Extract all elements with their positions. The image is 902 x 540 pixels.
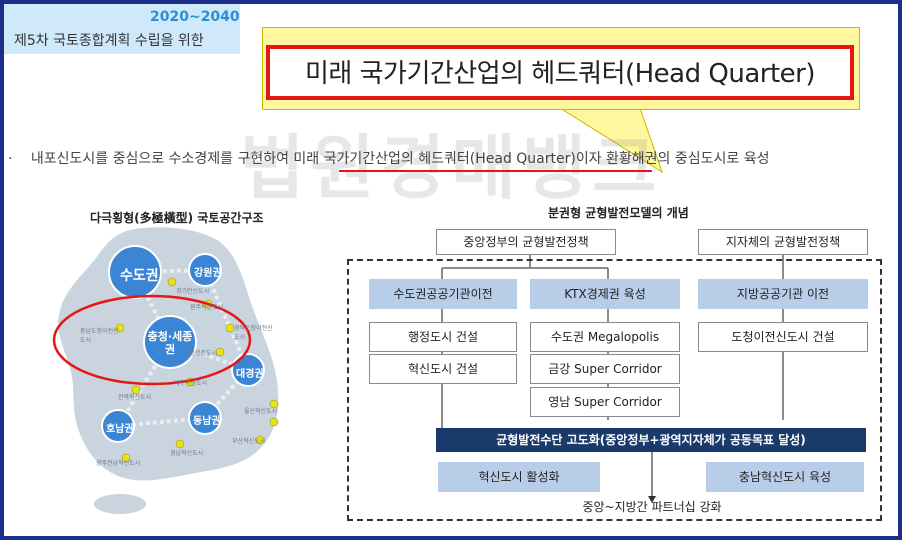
bottom-right-box: 충남혁신도시 육성	[706, 462, 864, 492]
region-daegyeong	[231, 353, 265, 387]
header-box	[4, 4, 240, 54]
bullet-line: · 내포신도시를 중심으로 수소경제를 구현하여 미래 국가기간산업의 헤드쿼터…	[8, 148, 770, 168]
city-label: 경북도청이전신도시	[234, 325, 273, 341]
region-label-chungcheong: 충청·세종권	[147, 330, 193, 356]
col3-box: 지방공공기관 이전	[698, 279, 868, 309]
header-years: 2020~2040	[150, 9, 240, 25]
region-label-gangwon: 강원권	[194, 268, 222, 279]
city-dots	[115, 277, 279, 463]
city-label: 경남혁신도시	[170, 450, 204, 457]
bullet-marker: ·	[8, 151, 13, 167]
city-label: 세종행정도시	[184, 350, 218, 357]
region-gangwon	[188, 253, 222, 287]
city-label: 광주전남혁신도시	[96, 460, 141, 467]
region-honam	[101, 409, 135, 443]
bullet-text: 내포신도시를 중심으로 수소경제를 구현하여 미래 국가기간산업의 헤드쿼터(H…	[30, 151, 770, 167]
col2-box: 수도권 Megalopolis	[530, 322, 680, 352]
callout-inner-box	[266, 45, 854, 100]
city-label: 원주혁신도시	[190, 304, 224, 311]
callout-title: 미래 국가기간산업의 헤드쿼터(Head Quarter)	[305, 59, 815, 89]
region-label-sudo: 수도권	[120, 268, 159, 284]
region-label-honam: 호남권	[106, 424, 134, 435]
region-label-dongnam: 동남권	[193, 416, 221, 427]
header-subtitle: 제5차 국토종합계획 수립을 위한	[14, 33, 204, 49]
city-label: 대구혁신도시	[174, 380, 208, 387]
col1-box: 혁신도시 건설	[369, 354, 517, 384]
diagram-dashed-box	[347, 259, 882, 521]
region-label-daegyeong: 대경권	[236, 369, 264, 380]
central-policy-box: 중앙정부의 균형발전정책	[436, 229, 616, 255]
city-label: 충남도청이전신도시	[80, 328, 119, 344]
col2-box: 금강 Super Corridor	[530, 354, 680, 384]
partnership-label: 중앙~지방간 파트너십 강화	[582, 500, 722, 514]
advance-bar: 균형발전수단 고도화(중앙정부+광역지자체가 공동목표 달성)	[436, 428, 866, 452]
local-policy-box: 지자체의 균형발전정책	[698, 229, 868, 255]
region-sudo	[108, 245, 162, 299]
city-label: 울산혁신도시	[244, 408, 278, 415]
region-dongnam	[188, 401, 222, 435]
col1-box: 행정도시 건설	[369, 322, 517, 352]
col2-box: 영남 Super Corridor	[530, 387, 680, 417]
col1-box: 수도권공공기관이전	[369, 279, 517, 309]
diagram-section-title: 분권형 균형발전모델의 개념	[548, 206, 689, 220]
korea-map	[52, 227, 279, 514]
chungcheong-highlight	[52, 294, 252, 386]
highlight-underline	[339, 170, 652, 172]
region-chungcheong	[143, 315, 197, 369]
col2-box: KTX경제권 육성	[530, 279, 680, 309]
watermark-text: 법원경매뱅크	[240, 127, 663, 209]
col3-box: 도청이전신도시 건설	[698, 322, 868, 352]
city-label: 전북혁신도시	[118, 394, 152, 401]
city-label: 경기만신도시	[176, 288, 210, 295]
city-label: 부산혁신도시	[232, 438, 266, 445]
bottom-left-box: 혁신도시 활성화	[438, 462, 600, 492]
map-section-title: 다극횡형(多極橫型) 국토공간구조	[90, 211, 264, 225]
